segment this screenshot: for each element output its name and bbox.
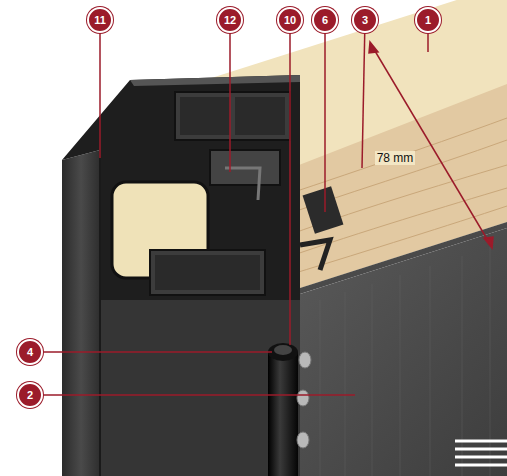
callout-number: 6 [312, 7, 338, 33]
dimension-label: 78 mm [375, 151, 416, 165]
leader-lines [30, 20, 428, 395]
callout-number: 10 [277, 7, 303, 33]
callout-number: 12 [217, 7, 243, 33]
callout-number: 3 [352, 7, 378, 33]
callout-number: 4 [17, 339, 43, 365]
callout-number: 11 [87, 7, 113, 33]
callout-number: 1 [415, 7, 441, 33]
callout-number: 2 [17, 382, 43, 408]
